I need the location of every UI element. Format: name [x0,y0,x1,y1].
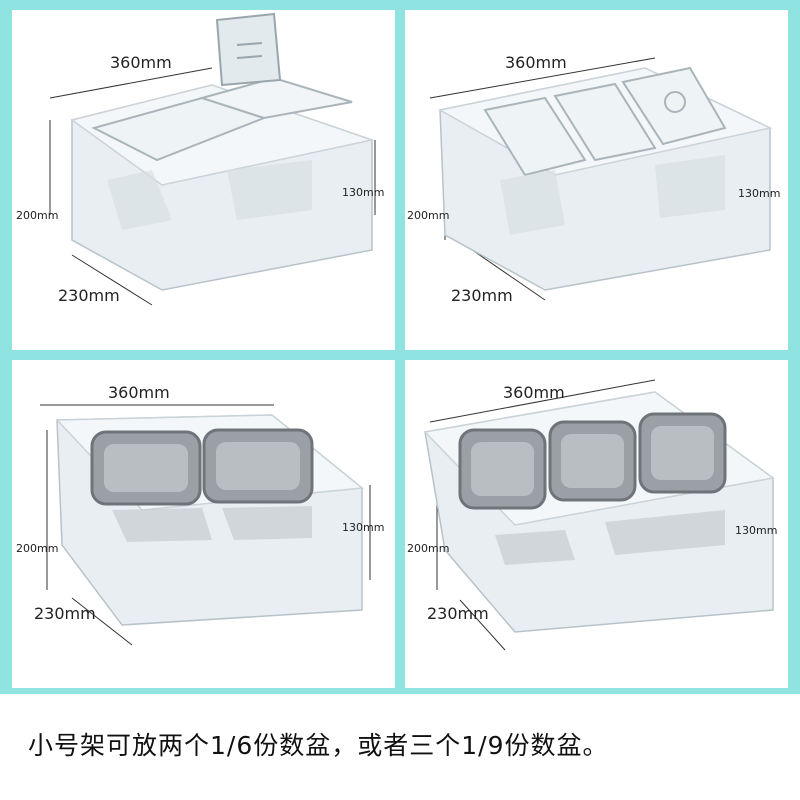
container-illustration [423,379,775,651]
product-panel-3-clear-pans: 360mm 200mm 130mm 230mm [405,10,788,350]
clear-pan-lid [198,76,353,120]
depth-label: 230mm [34,604,96,623]
depth-label: 230mm [451,286,513,305]
caption-text: 小号架可放两个1/6份数盆，或者三个1/9份数盆。 [28,731,609,760]
height-label: 200mm [407,542,450,555]
flip-lid [215,12,282,87]
height-label: 200mm [16,542,59,555]
inner-height-label: 130mm [735,524,778,537]
depth-label: 230mm [58,286,120,305]
clear-pan [483,96,587,177]
caption-area [0,694,800,800]
width-label: 360mm [110,53,172,72]
inner-height-label: 130mm [342,186,385,199]
height-label: 200mm [407,209,450,222]
depth-label: 230mm [427,604,489,623]
container-illustration [40,404,371,646]
inner-height-label: 130mm [738,187,781,200]
width-label: 360mm [505,53,567,72]
width-label: 360mm [108,383,170,402]
width-label: 360mm [503,383,565,402]
clear-pan-lid [621,66,727,146]
clear-pan [553,82,657,162]
container-illustration [429,57,773,301]
container-illustration [49,12,376,306]
product-panel-2-steel-pans: 360mm 200mm 130mm 230mm [12,360,395,688]
product-panel-2-clear-pans: 360mm 200mm 130mm 230mm [12,10,395,350]
inner-height-label: 130mm [342,521,385,534]
height-label: 200mm [16,209,59,222]
product-panel-3-steel-pans: 360mm 200mm 130mm 230mm [405,360,788,688]
